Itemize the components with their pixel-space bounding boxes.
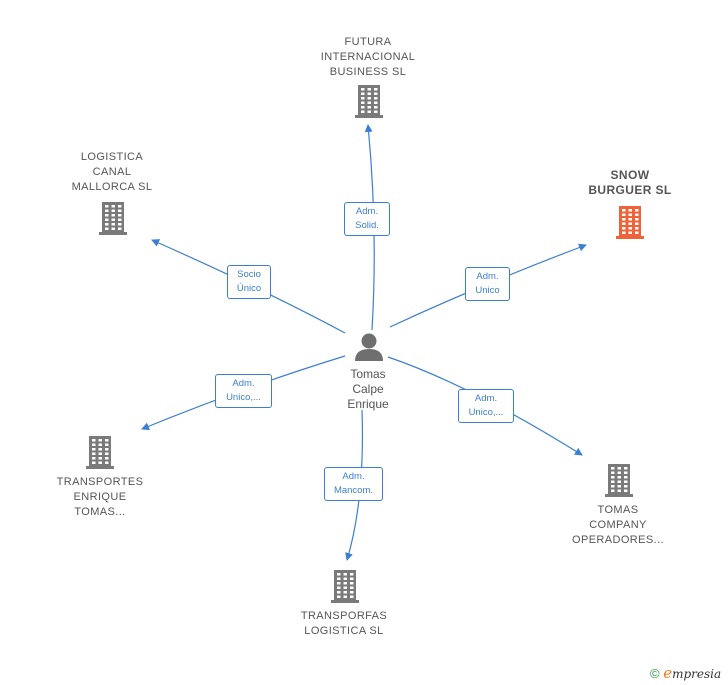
building-icon-transportes[interactable] <box>86 436 114 469</box>
person-name[interactable]: Tomas Calpe Enrique <box>347 367 389 411</box>
relation-label-futura: Adm. Solid. <box>344 202 390 236</box>
footer-brand: © empresia <box>650 664 721 682</box>
company-label-snow[interactable]: SNOW BURGUER SL <box>588 168 672 197</box>
relation-label-transportes: Adm. Unico,... <box>215 374 272 408</box>
relation-label-tomas: Adm. Unico,... <box>458 389 514 423</box>
company-label-transportes[interactable]: TRANSPORTES ENRIQUE TOMAS... <box>56 476 144 518</box>
company-label-tomas[interactable]: TOMAS COMPANY OPERADORES... <box>572 504 664 546</box>
brand-logo: empresia <box>663 664 722 682</box>
building-icon-transporfas[interactable] <box>331 570 359 603</box>
copyright-icon: © <box>650 666 660 681</box>
relation-label-transporfas: Adm. Mancom. <box>324 467 383 501</box>
building-icon-logistica[interactable] <box>99 202 127 235</box>
building-icon-tomas[interactable] <box>605 464 633 497</box>
relation-label-logistica: Socio Único <box>227 265 271 299</box>
building-icon-snow[interactable] <box>616 206 644 239</box>
person-icon[interactable] <box>355 333 383 362</box>
relation-label-snow: Adm. Unico <box>465 267 510 301</box>
company-label-futura[interactable]: FUTURA INTERNACIONAL BUSINESS SL <box>320 36 416 78</box>
company-label-transporfas[interactable]: TRANSPORFAS LOGISTICA SL <box>300 610 388 637</box>
building-icon-futura[interactable] <box>355 85 383 118</box>
company-label-logistica[interactable]: LOGISTICA CANAL MALLORCA SL <box>71 151 153 193</box>
